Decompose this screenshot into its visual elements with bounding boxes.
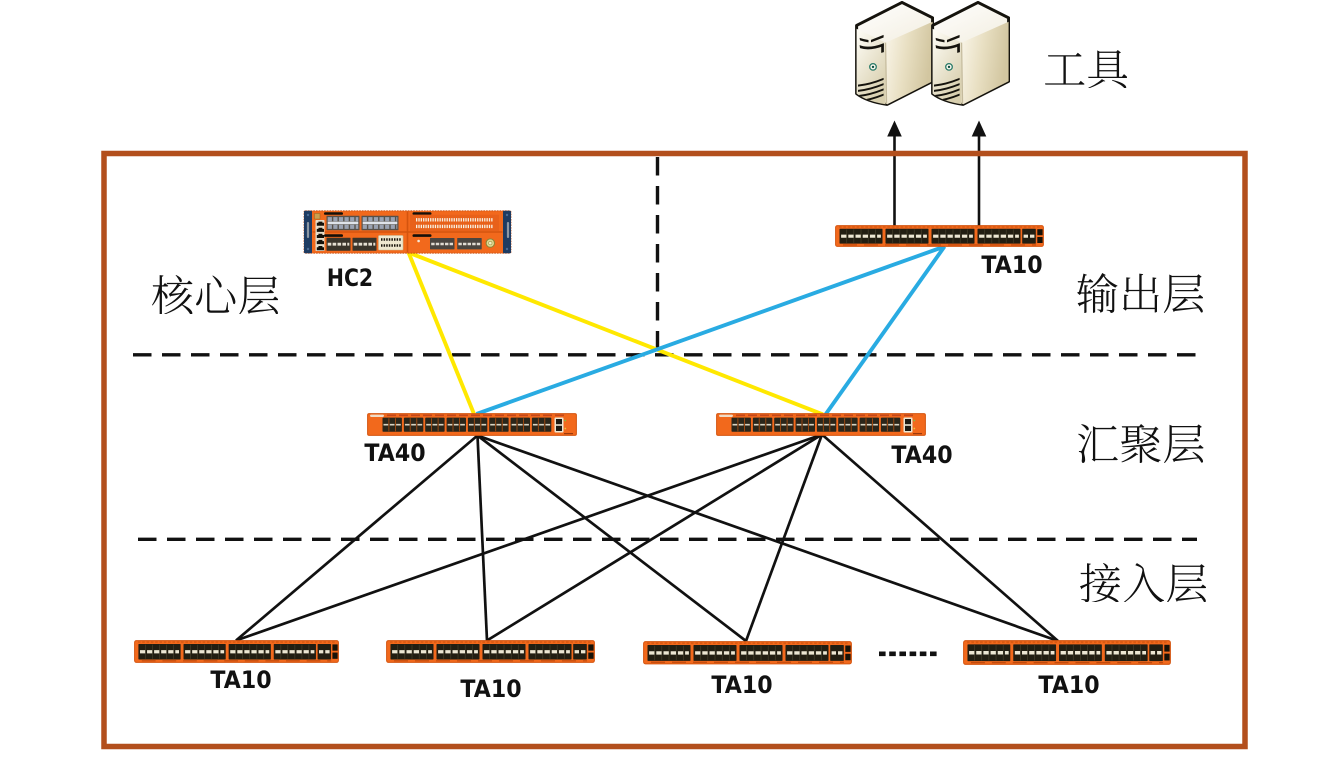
label-ta10-access-3-text: TA10 (710, 671, 773, 700)
link-ta40-left-ta10-3 (476, 434, 747, 643)
label-hc2: HC2 (323, 266, 377, 290)
arrow-head-server-2 (971, 120, 987, 137)
device-hc2 (303, 210, 512, 254)
label-ta10-access-2-text: TA10 (460, 675, 522, 704)
device-ta10-access-3 (643, 641, 852, 665)
device-ta10-output (835, 225, 1044, 247)
link-ta10-out-ta40-left (475, 244, 946, 416)
label-tools: 工具 (1044, 49, 1128, 89)
arrow-head-server-1 (887, 120, 902, 137)
link-ta10-out-ta40-right (823, 245, 947, 416)
label-ta40-left: TA40 (362, 441, 428, 465)
server-tool-1 (855, 1, 934, 108)
link-ta40-left-ta10-4 (477, 434, 1059, 643)
device-ta10-access-2 (386, 640, 595, 663)
link-ta40-left-ta10-1 (235, 434, 479, 642)
label-ta10-access-4: TA10 (1035, 673, 1101, 697)
label-ta10-access-4-text: TA10 (1037, 671, 1100, 700)
link-ta40-right-ta10-2 (486, 433, 823, 642)
link-ta40-right-ta10-3 (744, 434, 824, 642)
label-ta10-access-3: TA10 (708, 673, 774, 697)
label-aggregation-layer: 汇聚层 (1078, 424, 1204, 464)
label-core-layer: 核心层 (151, 274, 279, 315)
label-hc2-text: HC2 (326, 264, 373, 293)
link-ta40-right-ta10-1 (235, 433, 823, 642)
label-ta10-access-1: TA10 (208, 668, 274, 692)
label-ta10-access-1-text: TA10 (210, 666, 272, 695)
label-ta40-right: TA40 (888, 443, 954, 467)
label-ta10-output: TA10 (979, 253, 1045, 277)
link-hc2-ta40-right (407, 250, 824, 417)
device-ta40-right (716, 413, 926, 436)
frame-border (101, 150, 1248, 750)
ellipsis-label: ...... (879, 645, 941, 661)
link-ta40-left-ta10-2 (476, 435, 489, 641)
device-ta10-access-1 (134, 640, 339, 663)
link-ta40-right-ta10-4 (821, 433, 1059, 643)
server-tool-2 (931, 1, 1010, 108)
label-ta40-right-text: TA40 (890, 441, 953, 470)
label-ta40-left-text: TA40 (364, 439, 426, 468)
label-ta10-output-text: TA10 (981, 251, 1043, 280)
link-hc2-ta40-left (406, 251, 476, 415)
device-ta10-access-4 (963, 640, 1171, 665)
device-ta40-left (367, 413, 577, 436)
label-ta10-access-2: TA10 (458, 677, 524, 701)
label-access-layer: 接入层 (1079, 562, 1207, 603)
label-output-layer: 输出层 (1076, 273, 1204, 313)
